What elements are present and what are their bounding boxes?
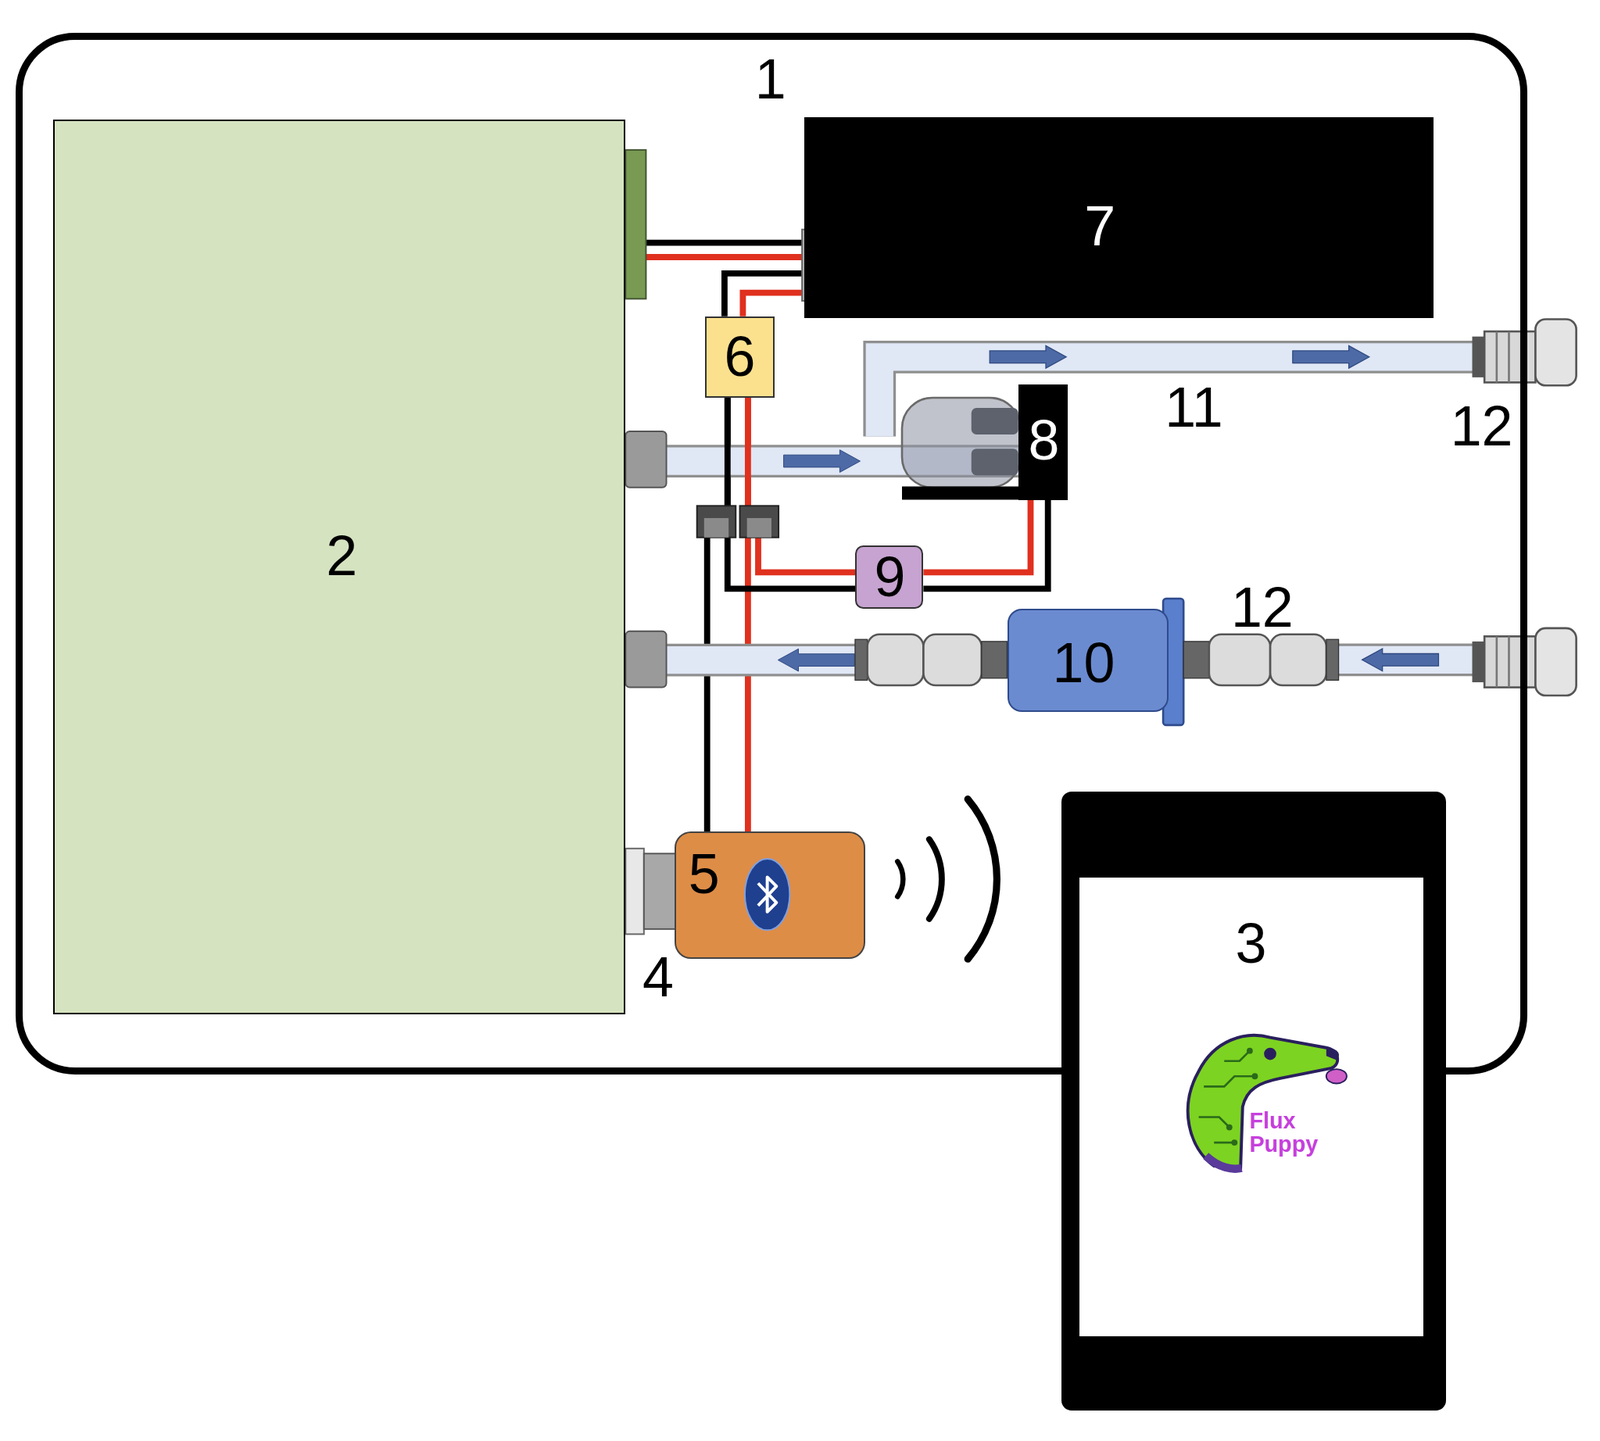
- wire: [727, 397, 856, 589]
- outlet-body: [1484, 636, 1536, 688]
- callout-number: 7: [1084, 198, 1116, 255]
- outlet-collar: [1472, 641, 1486, 683]
- circuit-pad: [1252, 1073, 1259, 1080]
- pump-port: [971, 448, 1019, 476]
- usb-port: [625, 848, 644, 935]
- circuit-trace: [1199, 1051, 1256, 1143]
- bluetooth-module: 5: [674, 831, 866, 960]
- fitting-nut: [1270, 634, 1327, 686]
- tube-fitting: [625, 631, 666, 688]
- wireless-wave: [897, 861, 903, 897]
- outlet-collar: [1472, 336, 1486, 378]
- dog-nose: [1326, 1048, 1339, 1061]
- circuit-pad: [1246, 1048, 1253, 1055]
- callout-number: 2: [325, 528, 358, 585]
- wire: [748, 397, 856, 573]
- flow-arrow: [783, 450, 861, 473]
- tube-wall: [1331, 643, 1475, 677]
- tube-bore: [1331, 646, 1475, 674]
- callout-number: 9: [873, 549, 906, 606]
- wire: [923, 500, 1031, 573]
- dog-eye: [1263, 1048, 1277, 1061]
- callout-number: 1: [755, 51, 787, 108]
- callout-number: 12: [1450, 398, 1514, 455]
- logo-text: Flux Puppy: [1249, 1109, 1318, 1157]
- dog-tongue: [1326, 1069, 1347, 1084]
- regulator-box: 9: [855, 545, 924, 609]
- flow-arrow: [1362, 648, 1439, 672]
- outlet-nut: [1535, 628, 1576, 696]
- fitting-collar: [981, 641, 1008, 679]
- fitting-collar: [1183, 641, 1210, 679]
- switch-box: 6: [705, 316, 775, 398]
- fitting-collar: [855, 639, 868, 681]
- callout-number: 3: [1235, 916, 1268, 973]
- circuit-pad: [1226, 1124, 1233, 1132]
- wire: [625, 254, 804, 261]
- wire-pair: [724, 273, 805, 317]
- flow-arrow: [989, 345, 1067, 369]
- connector-strip: [625, 150, 646, 300]
- bluetooth-icon: [741, 855, 793, 934]
- callout-number: 6: [723, 329, 756, 386]
- tube-fitting: [625, 431, 666, 488]
- pump-motor: 8: [1018, 384, 1068, 501]
- flow-arrow: [777, 648, 855, 672]
- control-unit: 2: [53, 119, 626, 1015]
- wire: [923, 500, 1048, 590]
- smartphone: 3Flux Puppy: [1061, 791, 1447, 1411]
- dog-collar: [1206, 1156, 1243, 1170]
- junction-connector: [740, 505, 780, 537]
- junction-socket: [747, 518, 772, 538]
- wireless-wave: [967, 799, 997, 960]
- wire-pair: [727, 397, 856, 589]
- pump-cylinder: [902, 397, 1021, 488]
- wireless-wave: [929, 839, 942, 920]
- fitting-nut: [1209, 634, 1271, 686]
- usb-plug: [644, 853, 677, 930]
- outlet-body: [1484, 331, 1536, 383]
- bluetooth-badge: [744, 859, 790, 931]
- fitting-nut: [867, 634, 924, 686]
- filter: 10: [1007, 608, 1169, 713]
- fitting-nut: [923, 634, 981, 686]
- outlet-ribs: [1496, 636, 1522, 688]
- fitting-collar: [1326, 639, 1339, 681]
- flow-arrow: [1292, 345, 1370, 369]
- battery: 7: [804, 117, 1434, 319]
- wire-pair: [923, 500, 1048, 590]
- outlet-nut: [1535, 318, 1576, 386]
- wire-pair: [625, 243, 804, 258]
- junction-connector: [697, 505, 737, 537]
- callout-number: 5: [688, 846, 720, 903]
- outlet-ribs: [1496, 331, 1522, 383]
- callout-number: 4: [642, 949, 674, 1006]
- wire: [625, 239, 804, 247]
- callout-number: 11: [1164, 379, 1224, 437]
- dog-head: [1188, 1035, 1338, 1169]
- wire: [724, 273, 805, 317]
- pump-port: [971, 408, 1019, 435]
- wire: [742, 293, 804, 317]
- callout-number: 12: [1231, 579, 1294, 637]
- callout-number: 8: [1028, 412, 1060, 469]
- junction-socket: [704, 518, 729, 538]
- circuit-pad: [1231, 1139, 1239, 1146]
- callout-number: 10: [1052, 635, 1115, 692]
- bluetooth-rune: [758, 877, 777, 913]
